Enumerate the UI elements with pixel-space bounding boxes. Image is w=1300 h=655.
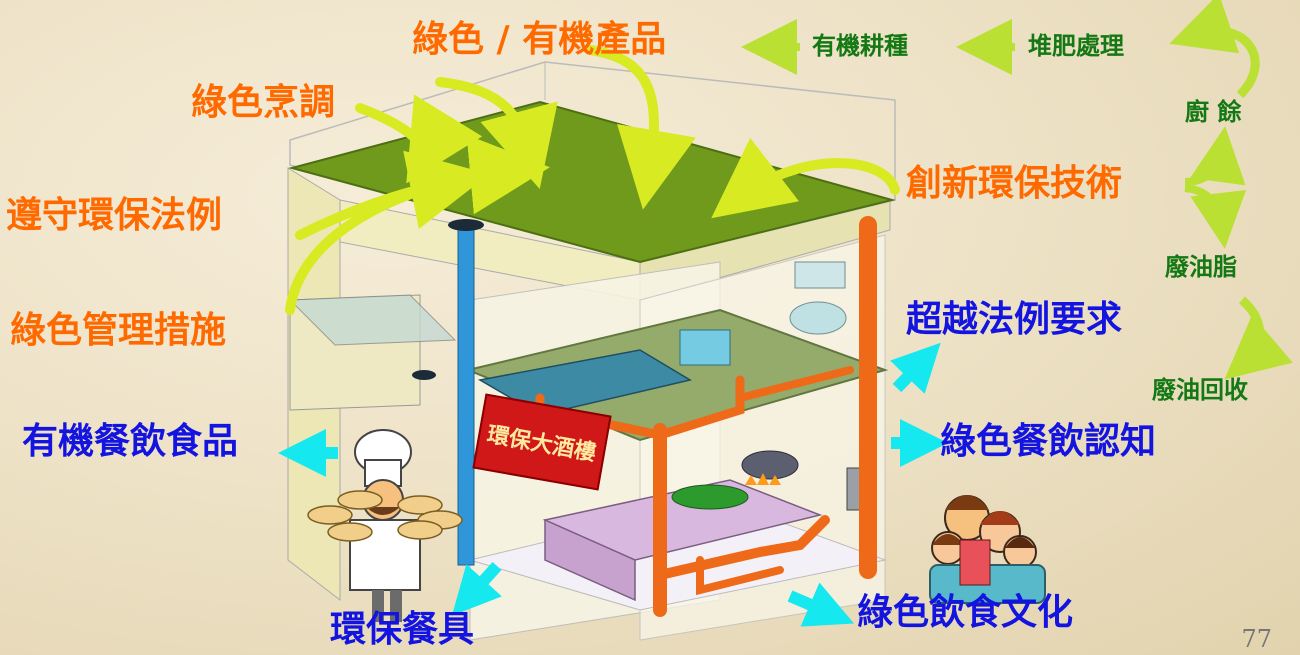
yellow-arrows xyxy=(285,45,900,315)
label-eco-tableware: 環保餐具 xyxy=(330,609,475,650)
label-organic-farming: 有機耕種 xyxy=(812,32,908,60)
label-comply-env-law: 遵守環保法例 xyxy=(6,195,223,236)
label-innovative-env-tech: 創新環保技術 xyxy=(906,163,1123,204)
label-food-waste: 廚 餘 xyxy=(1185,98,1242,126)
label-waste-oil: 廢油脂 xyxy=(1165,253,1237,281)
family-illustration xyxy=(929,495,1046,604)
label-green-cooking: 綠色烹調 xyxy=(191,82,336,123)
cyan-arrows xyxy=(278,342,948,627)
blue-pipe xyxy=(457,224,475,566)
label-organic-food-products: 有機餐飲食品 xyxy=(22,421,239,462)
arrow-management xyxy=(285,134,550,315)
label-composting: 堆肥處理 xyxy=(1028,32,1124,60)
arrow-green-products-1 xyxy=(585,45,696,210)
label-green-food-culture: 綠色飲食文化 xyxy=(857,592,1074,633)
arrow-to-culture xyxy=(787,582,855,627)
label-green-organic-products: 綠色 / 有機產品 xyxy=(412,19,667,60)
arrow-to-tableware xyxy=(451,561,502,616)
label-green-dining-awareness: 綠色餐飲認知 xyxy=(940,421,1157,462)
label-waste-oil-recycling: 廢油回收 xyxy=(1152,376,1248,404)
label-exceed-legal-requirements: 超越法例要求 xyxy=(906,299,1123,340)
label-green-management: 綠色管理措施 xyxy=(10,310,227,351)
arrow-innovative xyxy=(711,137,900,219)
building-illustration xyxy=(287,61,896,641)
arrow-to-exceed xyxy=(890,342,941,394)
chef-illustration xyxy=(307,429,463,622)
page-number: 77 xyxy=(1241,625,1272,653)
cycle-arrows xyxy=(741,0,1293,380)
